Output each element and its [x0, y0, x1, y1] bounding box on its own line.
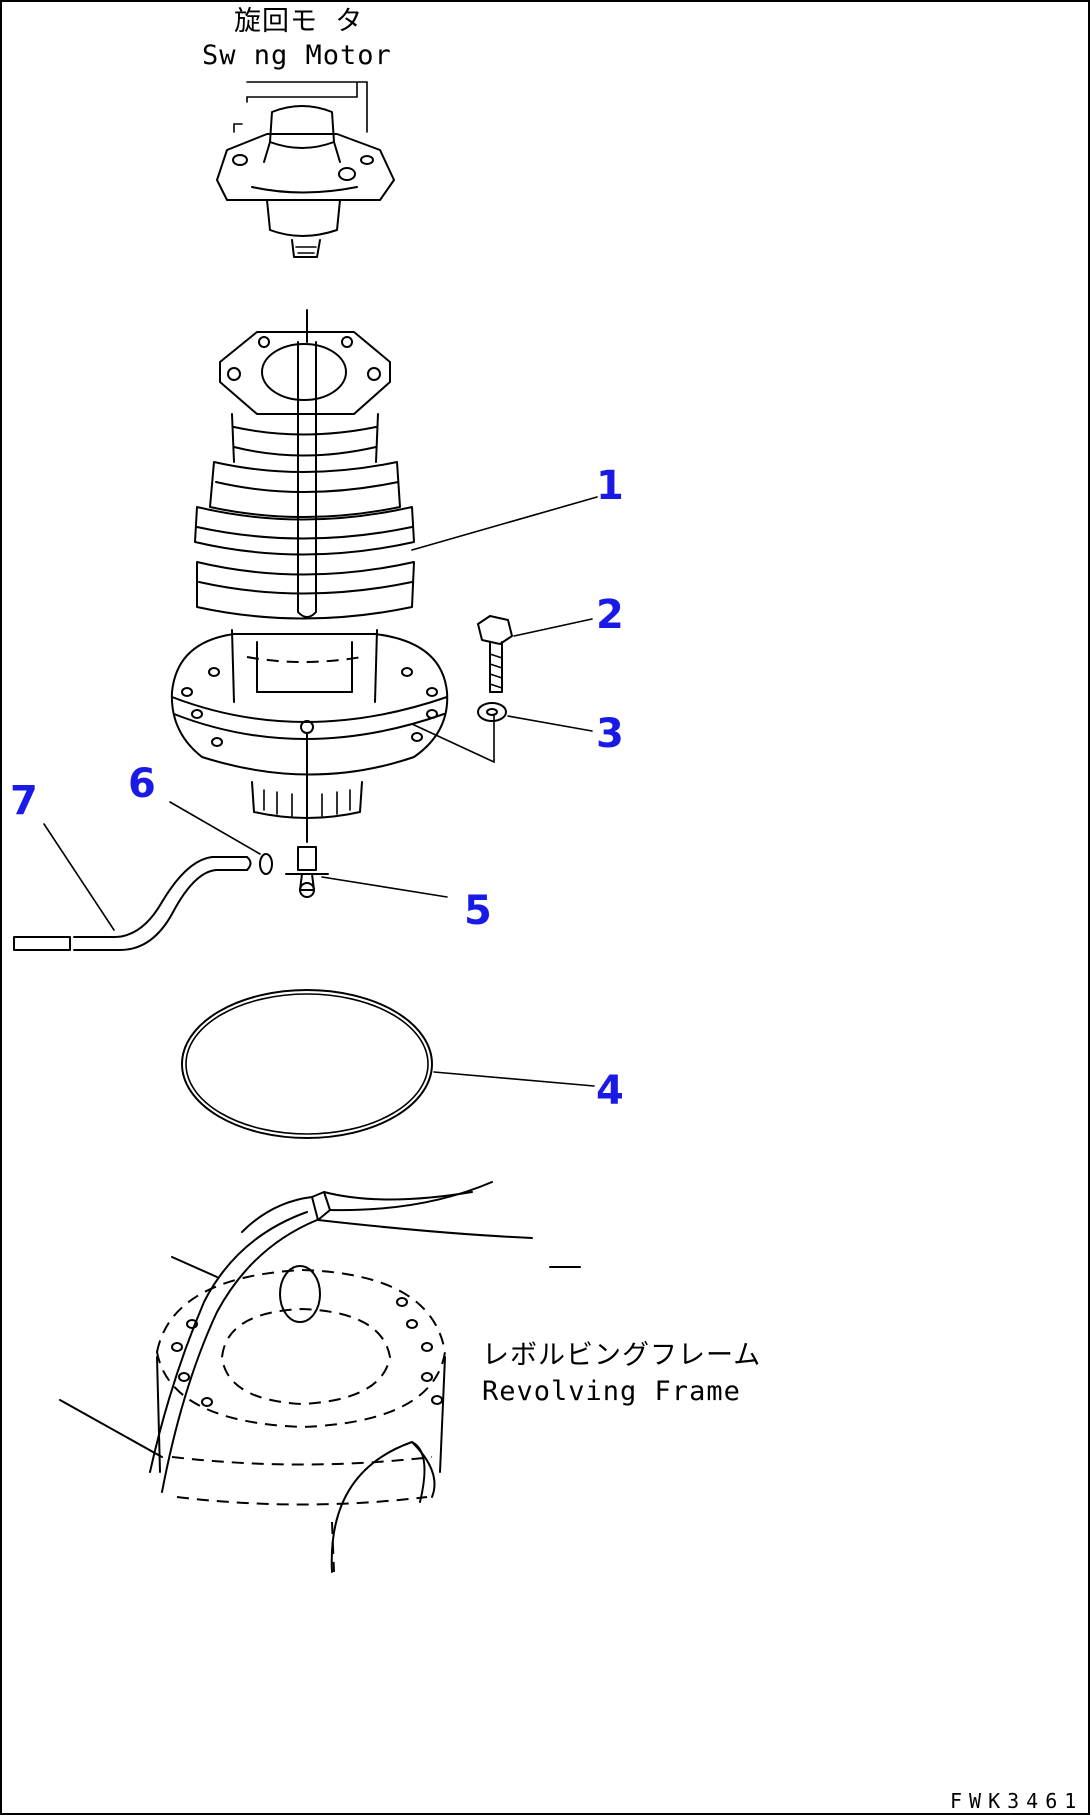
leader-line-6 — [169, 801, 261, 855]
revolving-frame-drawing: レボルビングフレーム Revolving Frame — [59, 1181, 761, 1573]
revolving-frame-label-jp: レボルビングフレーム — [482, 1340, 761, 1371]
swing-motor-label-jp: 旋回モ タ — [234, 6, 363, 37]
bolt-part-2 — [477, 615, 513, 693]
callout-numbers: 1 2 3 4 5 6 7 — [10, 463, 624, 1114]
callout-number-2: 2 — [596, 592, 624, 638]
figure-code: FWK3461 — [950, 1789, 1083, 1813]
hose-part-7 — [13, 856, 252, 951]
o-ring-part-4 — [181, 989, 433, 1139]
callout-number-6: 6 — [128, 761, 156, 807]
leader-line-4 — [433, 1071, 595, 1087]
callout-number-3: 3 — [596, 711, 624, 757]
swing-motor-drawing: 旋回モ タ Sw ng Motor — [202, 6, 395, 258]
clamp-part-6 — [259, 853, 273, 875]
callout-number-1: 1 — [596, 463, 624, 509]
swing-motor-label-en: Sw ng Motor — [202, 40, 392, 71]
swing-machinery-part-1 — [170, 309, 495, 843]
leader-line-7 — [43, 823, 115, 931]
callout-number-7: 7 — [10, 778, 38, 824]
leader-line-1 — [411, 496, 598, 551]
washer-part-3 — [477, 702, 507, 722]
callout-leaders — [43, 496, 598, 1087]
callout-number-4: 4 — [596, 1068, 624, 1114]
leader-line-2 — [513, 618, 593, 637]
callout-number-5: 5 — [464, 888, 492, 934]
leader-line-5 — [321, 876, 448, 898]
revolving-frame-label-en: Revolving Frame — [482, 1376, 741, 1407]
leader-line-3 — [507, 715, 593, 732]
drain-valve-part-5 — [285, 846, 329, 898]
